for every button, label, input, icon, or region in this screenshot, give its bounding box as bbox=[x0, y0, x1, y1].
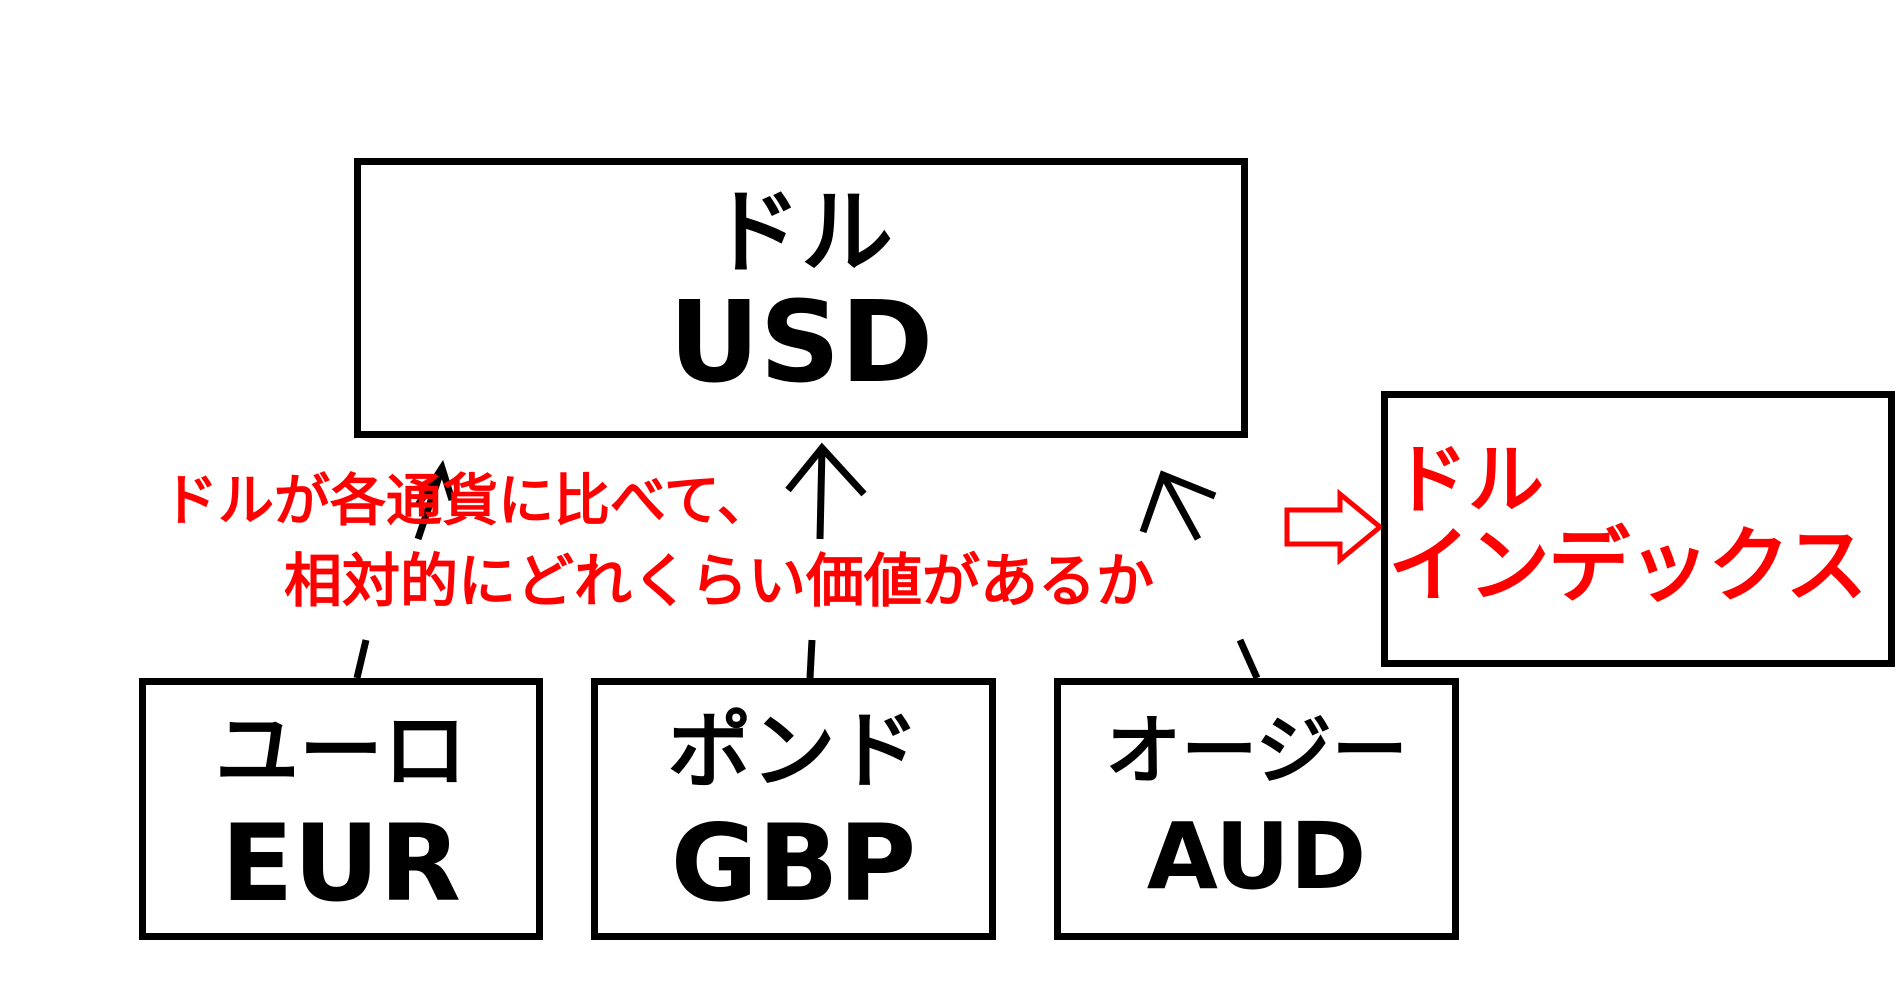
aud-en-label: AUD bbox=[1146, 803, 1367, 910]
eur-en-label: EUR bbox=[220, 802, 462, 925]
gbp-jp-label: ポンド bbox=[667, 702, 920, 800]
caption-line2: 相対的にどれくらい価値があるか bbox=[284, 547, 1155, 615]
usd-en-label: USD bbox=[668, 278, 934, 408]
arrow-aud-to-usd bbox=[1139, 470, 1261, 680]
caption-line1: ドルが各通貨に比べて、 bbox=[162, 469, 773, 534]
gbp-box: ポンド GBP bbox=[591, 678, 996, 940]
arrow-eur-to-usd bbox=[353, 459, 456, 679]
usd-box: ドル USD bbox=[354, 158, 1248, 438]
aud-box: オージー AUD bbox=[1054, 678, 1459, 940]
eur-jp-label: ユーロ bbox=[214, 702, 467, 800]
arrow-gbp-to-usd bbox=[785, 442, 867, 679]
usd-jp-label: ドル bbox=[708, 179, 893, 286]
outline-arrow-to-index bbox=[1284, 488, 1384, 566]
index-line2: インデックス bbox=[1388, 519, 1868, 614]
aud-jp-label: オージー bbox=[1105, 706, 1408, 795]
dollar-index-box: ドル インデックス bbox=[1381, 391, 1895, 667]
eur-box: ユーロ EUR bbox=[139, 678, 543, 940]
gbp-en-label: GBP bbox=[670, 802, 917, 925]
index-line1: ドル bbox=[1392, 435, 1544, 524]
